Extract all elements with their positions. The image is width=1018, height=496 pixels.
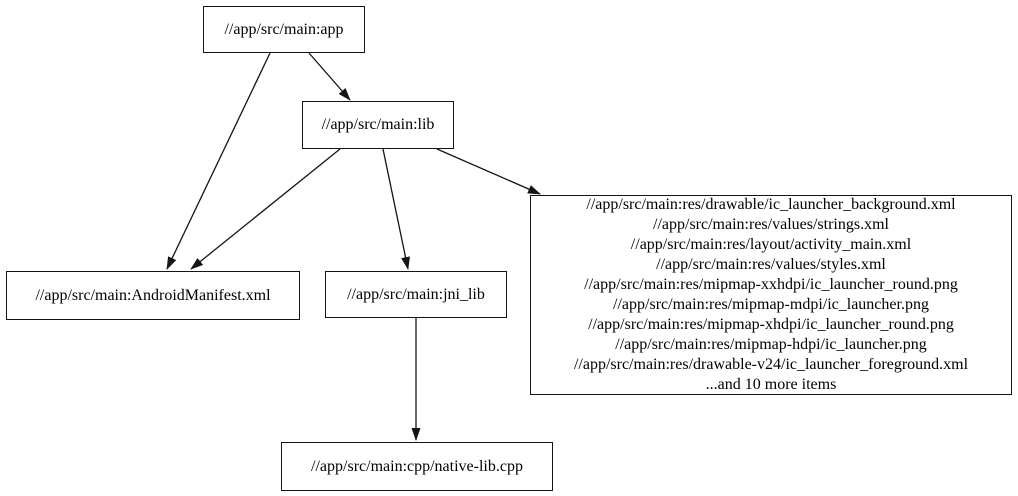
res-file-item: //app/src/main:res/drawable-v24/ic_launc… [573,356,969,373]
node-app: //app/src/main:app [203,6,365,53]
edge-lib-to-jni-lib [382,148,410,270]
node-jni-lib: //app/src/main:jni_lib [325,271,507,318]
node-res-file-group: //app/src/main:res/drawable/ic_launcher_… [530,195,1012,395]
res-file-item: //app/src/main:res/mipmap-xxhdpi/ic_laun… [584,276,958,293]
edge-app-to-lib [308,52,351,101]
res-file-item: //app/src/main:res/mipmap-xhdpi/ic_launc… [588,316,954,333]
node-android-manifest: //app/src/main:AndroidManifest.xml [6,271,300,320]
res-file-item: //app/src/main:res/values/strings.xml [653,216,889,233]
res-file-item: //app/src/main:res/drawable/ic_launcher_… [586,196,956,213]
res-file-item: //app/src/main:res/layout/activity_main.… [630,236,912,253]
node-android-manifest-label: //app/src/main:AndroidManifest.xml [35,286,271,304]
node-app-label: //app/src/main:app [224,20,344,38]
node-lib: //app/src/main:lib [302,101,454,149]
res-file-item: //app/src/main:res/mipmap-hdpi/ic_launch… [615,336,927,353]
edge-app-to-manifest [166,52,271,270]
res-file-item: //app/src/main:res/mipmap-mdpi/ic_launch… [613,296,929,313]
edge-lib-to-manifest [190,148,341,270]
node-jni-lib-label: //app/src/main:jni_lib [347,285,485,303]
node-native-lib-cpp: //app/src/main:cpp/native-lib.cpp [281,442,553,491]
res-more-items-label: ...and 10 more items [705,376,837,393]
edge-lib-to-res [436,148,541,195]
node-lib-label: //app/src/main:lib [321,116,435,133]
res-file-item: //app/src/main:res/values/styles.xml [656,256,886,273]
node-native-lib-cpp-label: //app/src/main:cpp/native-lib.cpp [311,457,523,475]
